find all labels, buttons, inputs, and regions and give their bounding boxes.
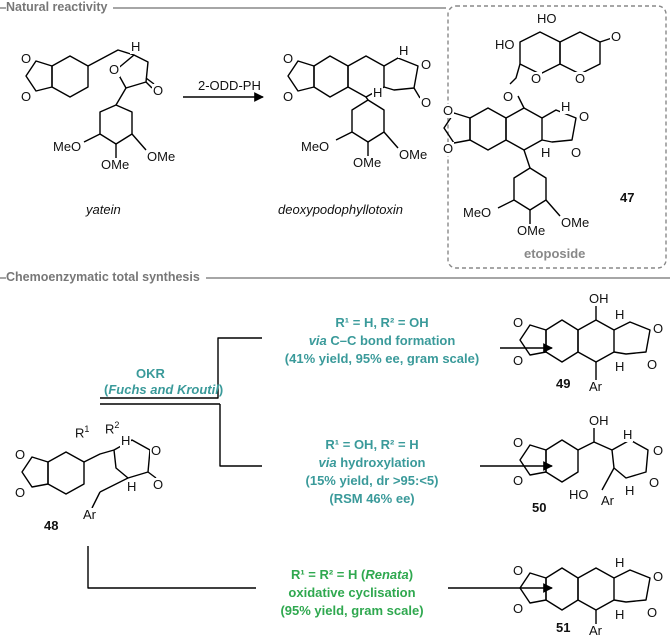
atom-o: O (282, 51, 295, 66)
atom-ome: OMe (398, 147, 429, 162)
atom-o: O (512, 435, 525, 450)
atom-o: O (420, 95, 433, 110)
atom-meo: MeO (300, 139, 331, 154)
route2-line3: (15% yield, dr >95:<5) (305, 473, 439, 488)
atom-o: O (108, 62, 121, 77)
ar-label: Ar (82, 507, 97, 522)
atom-o: O (512, 315, 525, 330)
route2-line1: R¹ = OH, R² = H (325, 437, 419, 452)
atom-o: O (570, 145, 583, 160)
atom-o: O (648, 475, 661, 490)
r1-label: R1 (74, 422, 91, 441)
atom-h: H (372, 85, 384, 100)
atom-o: O (512, 473, 525, 488)
atom-ome: OMe (146, 149, 177, 164)
atom-ome: OMe (516, 223, 547, 238)
atom-o: O (152, 83, 165, 98)
compound-48-structure (21, 439, 157, 509)
atom-h: H (614, 555, 626, 570)
atom-oh: OH (588, 291, 610, 306)
okr-reference: (Fuchs and Kroutil) (104, 382, 224, 397)
atom-o: O (14, 485, 27, 500)
atom-o: O (14, 447, 27, 462)
compound-number-51: 51 (556, 620, 571, 635)
atom-o: O (442, 141, 455, 156)
atom-h: H (614, 307, 626, 322)
atom-o: O (20, 51, 33, 66)
atom-o: O (652, 569, 665, 584)
atom-meo: MeO (462, 205, 493, 220)
atom-h: H (130, 39, 142, 54)
atom-o: O (652, 321, 665, 336)
atom-h: H (614, 359, 626, 374)
atom-o: O (512, 601, 525, 616)
route2-conditions: R¹ = OH, R² = H via hydroxylation (15% y… (262, 436, 482, 508)
atom-o: O (530, 71, 543, 86)
deoxypodophyllotoxin-label: deoxypodophyllotoxin (278, 202, 404, 217)
compound-number-50: 50 (532, 500, 547, 515)
atom-o: O (152, 477, 165, 492)
yatein-label: yatein (86, 202, 121, 217)
atom-ho: HO (494, 37, 516, 52)
enzyme-label: 2-ODD-PH (198, 78, 261, 93)
atom-ome: OMe (352, 155, 383, 170)
atom-h: H (540, 145, 552, 160)
route3-conditions: R¹ = R² = H (Renata) oxidative cyclisati… (256, 566, 448, 620)
compound-51-structure (519, 567, 651, 626)
section-title-chemo: Chemoenzymatic total synthesis (6, 270, 206, 284)
atom-h: H (622, 427, 634, 442)
okr-label: OKR (136, 366, 165, 381)
atom-o: O (646, 605, 659, 620)
section-title-natural: Natural reactivity (6, 0, 114, 14)
atom-h: H (398, 43, 410, 58)
atom-o: O (652, 443, 665, 458)
route2-line4: (RSM 46% ee) (329, 491, 415, 506)
ar-label: Ar (588, 623, 603, 638)
atom-o: O (420, 57, 433, 72)
atom-ome: OMe (560, 215, 591, 230)
atom-h: H (560, 99, 572, 114)
etoposide-label: etoposide (524, 246, 586, 261)
atom-ome: OMe (100, 157, 131, 172)
compound-49-structure (519, 306, 651, 380)
route1-line2: via C–C bond formation (308, 333, 456, 348)
atom-o: O (512, 353, 525, 368)
atom-o: O (502, 89, 515, 104)
atom-o: O (578, 109, 591, 124)
atom-oh: OH (588, 413, 610, 428)
route1-conditions: R¹ = H, R² = OH via C–C bond formation (… (262, 314, 502, 368)
yatein-structure (25, 49, 155, 158)
atom-o: O (574, 71, 587, 86)
atom-o: O (512, 563, 525, 578)
atom-ho: HO (568, 487, 590, 502)
atom-o: O (610, 29, 623, 44)
etoposide-box (447, 5, 667, 269)
ar-label: Ar (588, 379, 603, 394)
route1-line3: (41% yield, 95% ee, gram scale) (284, 351, 480, 366)
atom-o: O (150, 443, 163, 458)
route1-line1: R¹ = H, R² = OH (335, 315, 429, 330)
compound-number-47: 47 (620, 190, 635, 205)
route3-line1: R¹ = R² = H (Renata) (290, 567, 414, 582)
atom-h: H (120, 433, 132, 448)
atom-h: H (614, 607, 626, 622)
r2-label: R2 (104, 418, 121, 437)
route3-line3: (95% yield, gram scale) (280, 603, 424, 618)
atom-o: O (646, 357, 659, 372)
deoxypodophyllotoxin-structure (287, 55, 421, 156)
atom-o: O (442, 103, 455, 118)
atom-h: H (624, 483, 636, 498)
atom-o: O (282, 89, 295, 104)
etoposide-structure (443, 31, 613, 224)
route2-line2: via hydroxylation (318, 455, 426, 470)
atom-ho: HO (536, 11, 558, 26)
atom-h: H (126, 479, 138, 494)
compound-number-49: 49 (556, 376, 571, 391)
compound-number-48: 48 (44, 518, 59, 533)
atom-meo: MeO (52, 139, 83, 154)
route3-line2: oxidative cyclisation (288, 585, 416, 600)
ar-label: Ar (600, 493, 615, 508)
atom-o: O (20, 89, 33, 104)
route-bracket (100, 337, 262, 399)
